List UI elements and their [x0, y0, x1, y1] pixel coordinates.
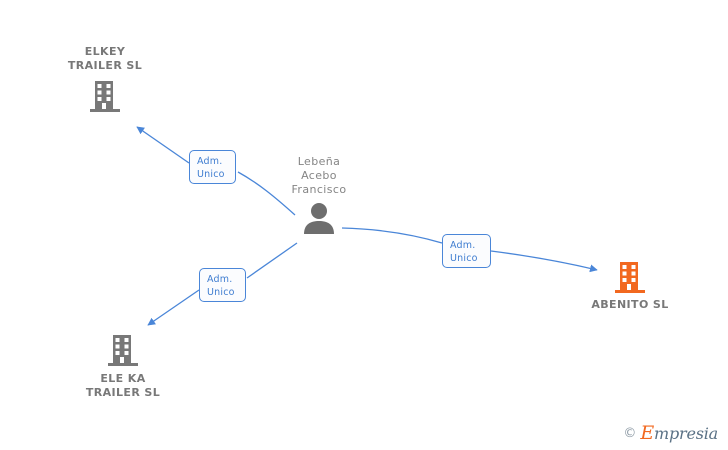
empresia-logo-rest: mpresia: [654, 424, 718, 443]
edge-label-adm-unico-abenito[interactable]: Adm. Unico: [442, 234, 491, 268]
node-lebena-acebo-francisco[interactable]: Lebeña Acebo Francisco: [244, 155, 394, 234]
empresia-watermark: © Empresia: [623, 422, 718, 444]
node-ele-ka-trailer-sl[interactable]: ELE KA TRAILER SL: [48, 333, 198, 400]
node-ele-ka-label: ELE KA TRAILER SL: [85, 372, 161, 399]
edge-person-to-eleka: [147, 242, 298, 326]
person-icon: [304, 203, 334, 234]
edge-label-adm-unico-elkey[interactable]: Adm. Unico: [189, 150, 236, 184]
node-abenito-sl[interactable]: ABENITO SL: [555, 260, 705, 312]
building-icon: [615, 262, 645, 293]
edge-person-to-elkey: [136, 126, 296, 216]
node-elkey-label: ELKEY TRAILER SL: [67, 45, 143, 72]
empresia-logo: Empresia: [640, 422, 718, 444]
empresia-logo-initial: E: [640, 422, 654, 444]
node-abenito-label: ABENITO SL: [591, 298, 669, 311]
building-icon: [108, 335, 138, 366]
edge-label-adm-unico-ele-ka[interactable]: Adm. Unico: [199, 268, 246, 302]
node-elkey-trailer-sl[interactable]: ELKEY TRAILER SL: [30, 45, 180, 113]
copyright-icon: ©: [623, 426, 637, 441]
node-person-label: Lebeña Acebo Francisco: [291, 155, 347, 196]
building-icon: [90, 81, 120, 112]
edge-person-to-abenito: [341, 227, 598, 273]
